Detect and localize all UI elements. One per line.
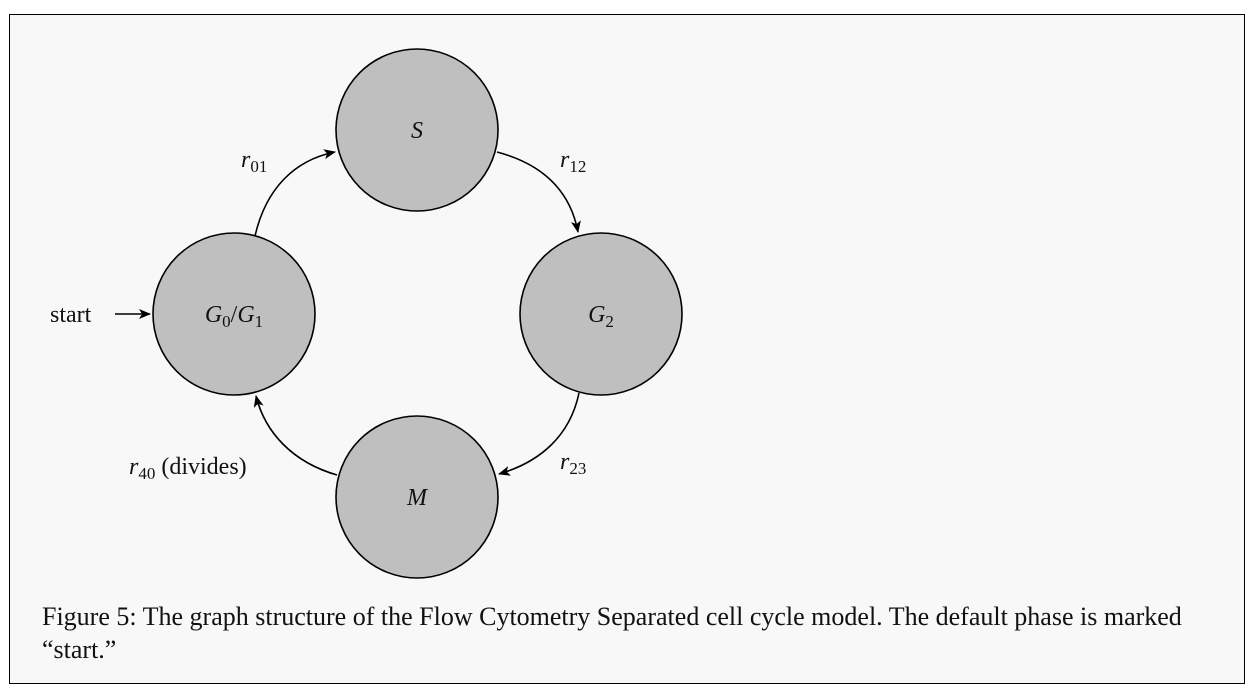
node-m: M [335, 415, 499, 579]
start-label: start [50, 302, 92, 328]
edge-label-r12: r12 [560, 147, 586, 176]
edge-g0g1-to-s [254, 149, 336, 237]
node-m-label: M [406, 485, 429, 511]
edge-s-to-g2 [496, 151, 581, 233]
node-s-circle [335, 48, 499, 212]
edge-g2-to-m [498, 392, 580, 476]
node-m-circle [335, 415, 499, 579]
edge-label-r01: r01 [241, 147, 267, 176]
edge-m-to-g0g1 [253, 395, 338, 476]
node-g2-label: G2 [588, 302, 614, 331]
node-s: S [335, 48, 499, 212]
edge-label-r23: r23 [560, 449, 586, 478]
edge-label-r40: r40 (divides) [129, 454, 247, 483]
node-s-label: S [411, 118, 423, 144]
start-marker: start [50, 302, 151, 328]
node-g0-g1-label: G0/G1 [205, 302, 263, 331]
node-g2: G2 [519, 232, 683, 396]
figure-caption: Figure 5: The graph structure of the Flo… [42, 602, 1182, 664]
node-g0-g1: G0/G1 [152, 232, 316, 396]
node-g0-g1-circle [152, 232, 316, 396]
node-g2-circle [519, 232, 683, 396]
